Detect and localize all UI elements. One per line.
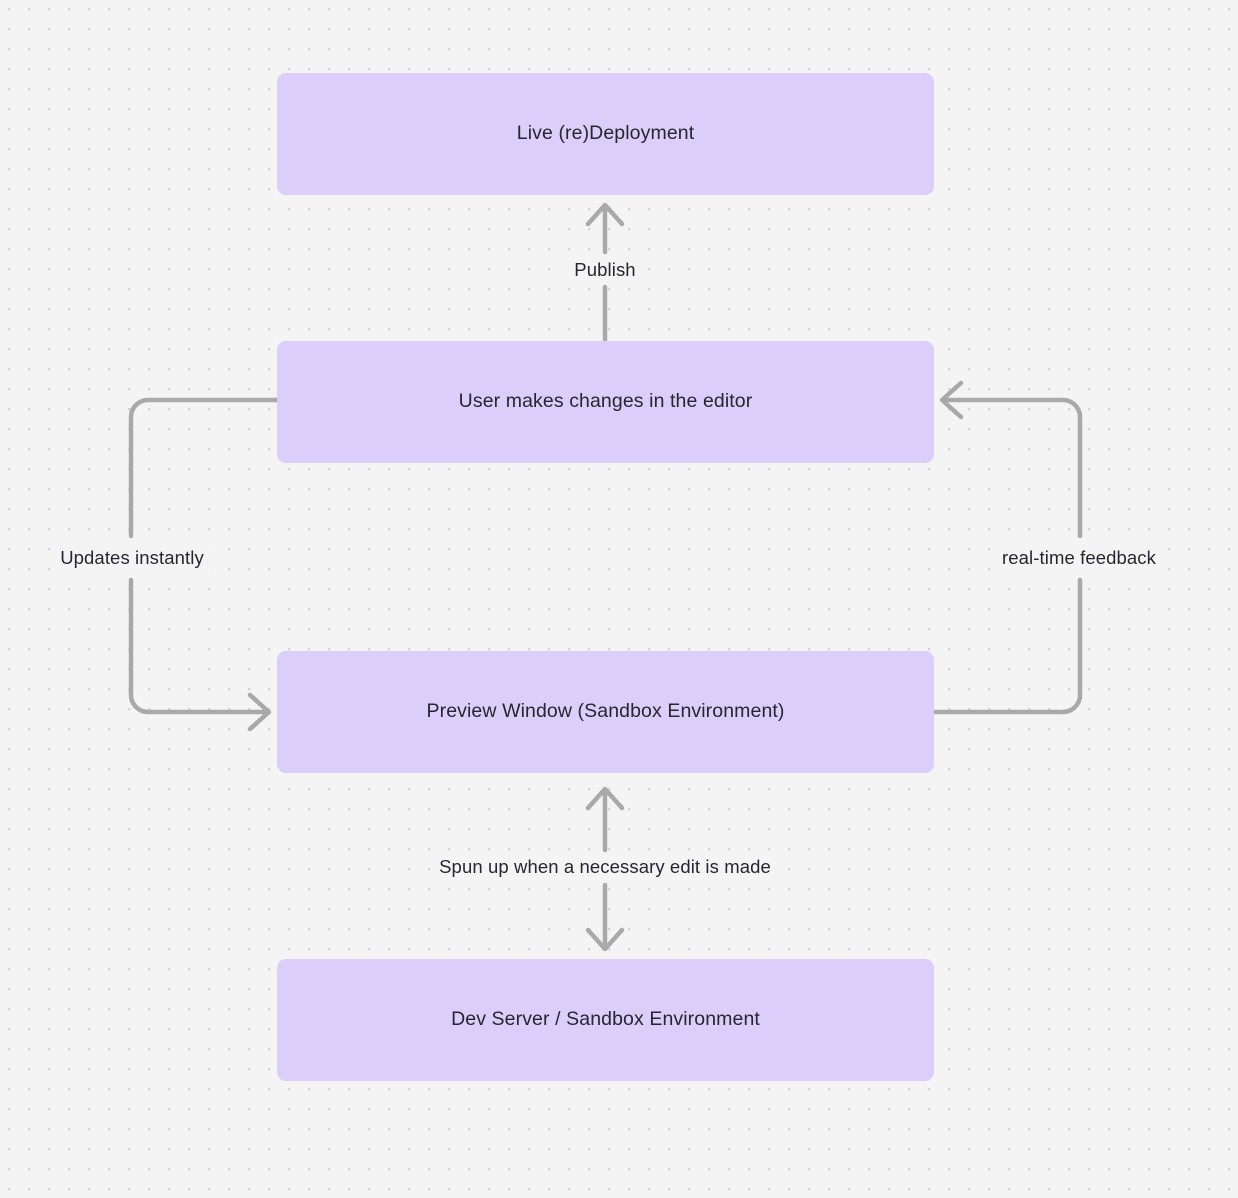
edge-label-updates-instantly[interactable]: Updates instantly bbox=[54, 545, 210, 571]
node-preview-window[interactable]: Preview Window (Sandbox Environment) bbox=[277, 651, 934, 773]
node-dev-server-label: Dev Server / Sandbox Environment bbox=[451, 1008, 760, 1031]
edge-label-spun-up[interactable]: Spun up when a necessary edit is made bbox=[433, 854, 777, 880]
node-user-edits[interactable]: User makes changes in the editor bbox=[277, 341, 934, 463]
node-live-deployment-label: Live (re)Deployment bbox=[516, 122, 695, 145]
edge-label-real-time-feedback[interactable]: real-time feedback bbox=[996, 545, 1162, 571]
node-preview-window-label: Preview Window (Sandbox Environment) bbox=[426, 700, 785, 723]
node-user-edits-label: User makes changes in the editor bbox=[458, 390, 753, 413]
node-live-deployment[interactable]: Live (re)Deployment bbox=[277, 73, 934, 195]
node-dev-server[interactable]: Dev Server / Sandbox Environment bbox=[277, 959, 934, 1081]
edge-label-publish[interactable]: Publish bbox=[568, 257, 642, 283]
